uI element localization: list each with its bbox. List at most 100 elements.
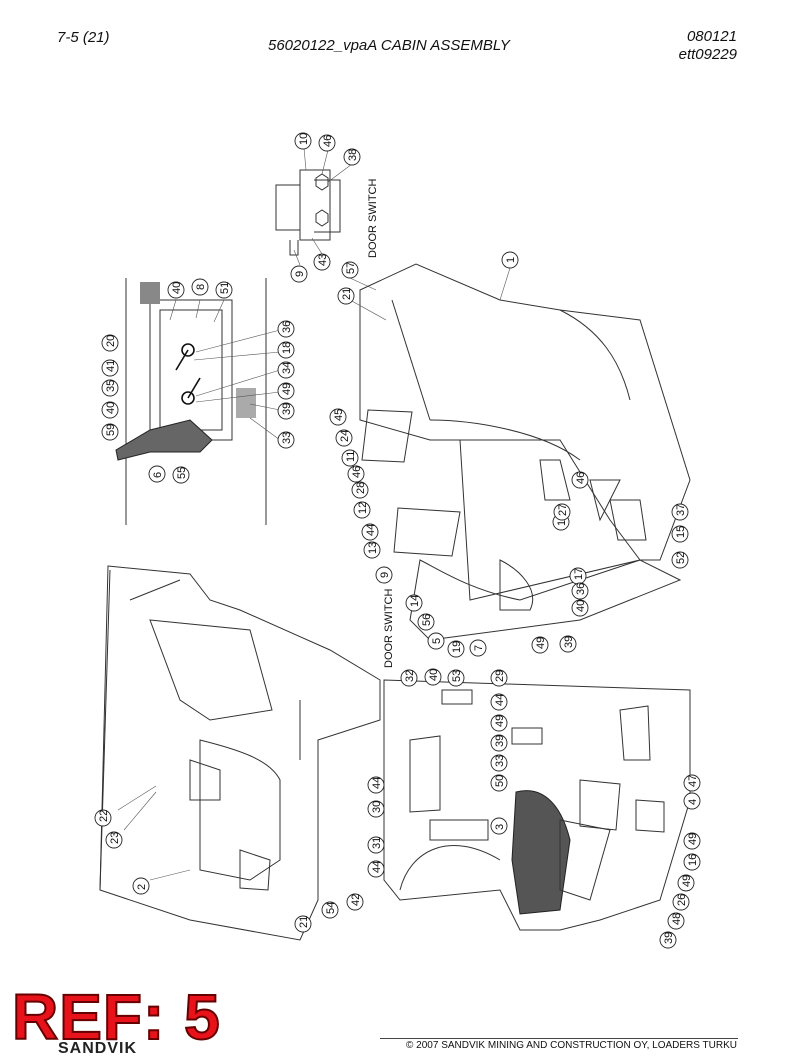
- callout-67: 44: [367, 860, 385, 878]
- svg-text:20: 20: [105, 335, 117, 347]
- svg-text:31: 31: [371, 837, 383, 849]
- svg-text:19: 19: [451, 641, 463, 653]
- callout-15: 35: [101, 379, 119, 397]
- callout-47: 15: [671, 525, 689, 543]
- callout-68: 3: [490, 817, 508, 835]
- svg-text:5: 5: [431, 638, 443, 644]
- callout-54: 42: [346, 893, 364, 911]
- callout-3: 9: [290, 265, 308, 283]
- svg-text:24: 24: [339, 430, 351, 442]
- svg-text:11: 11: [345, 451, 357, 462]
- svg-text:39: 39: [281, 403, 293, 415]
- callout-53: 54: [321, 901, 339, 919]
- document-title: 56020122_vpaA CABIN ASSEMBLY: [268, 37, 510, 54]
- document-code: ett09229: [678, 46, 737, 63]
- svg-text:55: 55: [176, 467, 188, 479]
- callout-44: 27: [553, 503, 571, 521]
- ref-stamp: REF: 5: [11, 981, 221, 1053]
- svg-text:44: 44: [371, 861, 383, 873]
- svg-text:12: 12: [357, 502, 369, 514]
- svg-text:22: 22: [98, 810, 110, 822]
- callout-72: 16: [683, 853, 701, 871]
- callout-70: 4: [683, 792, 701, 810]
- callout-57: 53: [447, 669, 465, 687]
- cabin-frame: [99, 565, 381, 941]
- callout-30: 44: [361, 523, 379, 541]
- callout-35: 5: [427, 632, 445, 650]
- callout-25: 24: [335, 429, 353, 447]
- callout-19: 39: [277, 402, 295, 420]
- callout-50: 23: [105, 831, 123, 849]
- svg-text:15: 15: [675, 526, 687, 538]
- svg-text:14: 14: [409, 595, 421, 607]
- callout-76: 39: [659, 931, 677, 949]
- svg-text:8: 8: [195, 284, 207, 290]
- copyright-text: © 2007 SANDVIK MINING AND CONSTRUCTION O…: [406, 1040, 737, 1051]
- svg-text:40: 40: [171, 282, 183, 294]
- svg-text:9: 9: [294, 271, 306, 277]
- svg-text:16: 16: [687, 854, 699, 866]
- svg-text:59: 59: [105, 424, 117, 436]
- callout-34: 56: [417, 613, 435, 631]
- svg-text:42: 42: [350, 894, 362, 906]
- callout-16: 34: [277, 361, 295, 379]
- svg-text:49: 49: [535, 637, 547, 649]
- callout-26: 11: [341, 449, 359, 467]
- callout-74: 26: [672, 893, 690, 911]
- svg-text:46: 46: [322, 135, 334, 147]
- svg-text:27: 27: [557, 504, 569, 516]
- callout-1: 46: [318, 134, 336, 152]
- svg-text:33: 33: [281, 432, 293, 444]
- document-date: 080121: [686, 28, 737, 45]
- callout-8: 40: [167, 281, 185, 299]
- svg-text:34: 34: [281, 362, 293, 374]
- svg-text:33: 33: [494, 755, 506, 767]
- callout-51: 2: [132, 877, 150, 895]
- callout-38: 17: [569, 567, 587, 585]
- callout-63: 50: [490, 774, 508, 792]
- svg-text:26: 26: [676, 894, 688, 906]
- svg-text:6: 6: [152, 472, 164, 478]
- door-switch-label-top: DOOR SWITCH: [367, 179, 379, 258]
- svg-text:57: 57: [345, 262, 357, 274]
- callout-66: 31: [367, 836, 385, 854]
- callout-5: 1: [501, 251, 519, 269]
- callout-40: 40: [571, 599, 589, 617]
- callout-18: 40: [101, 401, 119, 419]
- callout-32: 9: [375, 566, 393, 584]
- callout-13: 18: [277, 341, 295, 359]
- svg-text:3: 3: [494, 824, 506, 830]
- callout-6: 57: [341, 261, 359, 279]
- svg-text:47: 47: [687, 775, 699, 787]
- control-panel-detail: [115, 278, 281, 525]
- svg-text:40: 40: [575, 600, 587, 612]
- door-switch-label-mid: DOOR SWITCH: [383, 589, 395, 668]
- door-switch-detail: DOOR SWITCH: [275, 147, 379, 266]
- callout-62: 33: [490, 754, 508, 772]
- svg-text:53: 53: [451, 670, 463, 682]
- callout-45: 46: [571, 471, 589, 489]
- svg-text:38: 38: [347, 149, 359, 161]
- footer-rule: [380, 1038, 738, 1039]
- svg-text:35: 35: [105, 380, 117, 392]
- callout-49: 22: [94, 809, 112, 827]
- svg-text:30: 30: [371, 801, 383, 813]
- svg-text:51: 51: [219, 282, 231, 294]
- svg-text:29: 29: [494, 670, 506, 682]
- svg-text:10: 10: [298, 133, 310, 145]
- svg-text:46: 46: [351, 466, 363, 478]
- svg-text:46: 46: [575, 472, 587, 484]
- callouts: 10 46 38 9 43 1 57 21 40 8 51 20 36 18 4…: [94, 132, 701, 949]
- svg-text:48: 48: [671, 913, 683, 925]
- callout-65: 30: [367, 800, 385, 818]
- callout-24: 45: [329, 408, 347, 426]
- callout-20: 59: [101, 423, 119, 441]
- callout-31: 13: [363, 541, 381, 559]
- callout-71: 49: [683, 832, 701, 850]
- svg-text:54: 54: [325, 902, 337, 914]
- callout-46: 37: [671, 503, 689, 521]
- sandvik-logo-fragment: SANDVIK: [58, 1040, 138, 1057]
- svg-text:49: 49: [687, 833, 699, 845]
- door-panel-detail: [383, 679, 691, 931]
- svg-text:36: 36: [575, 583, 587, 595]
